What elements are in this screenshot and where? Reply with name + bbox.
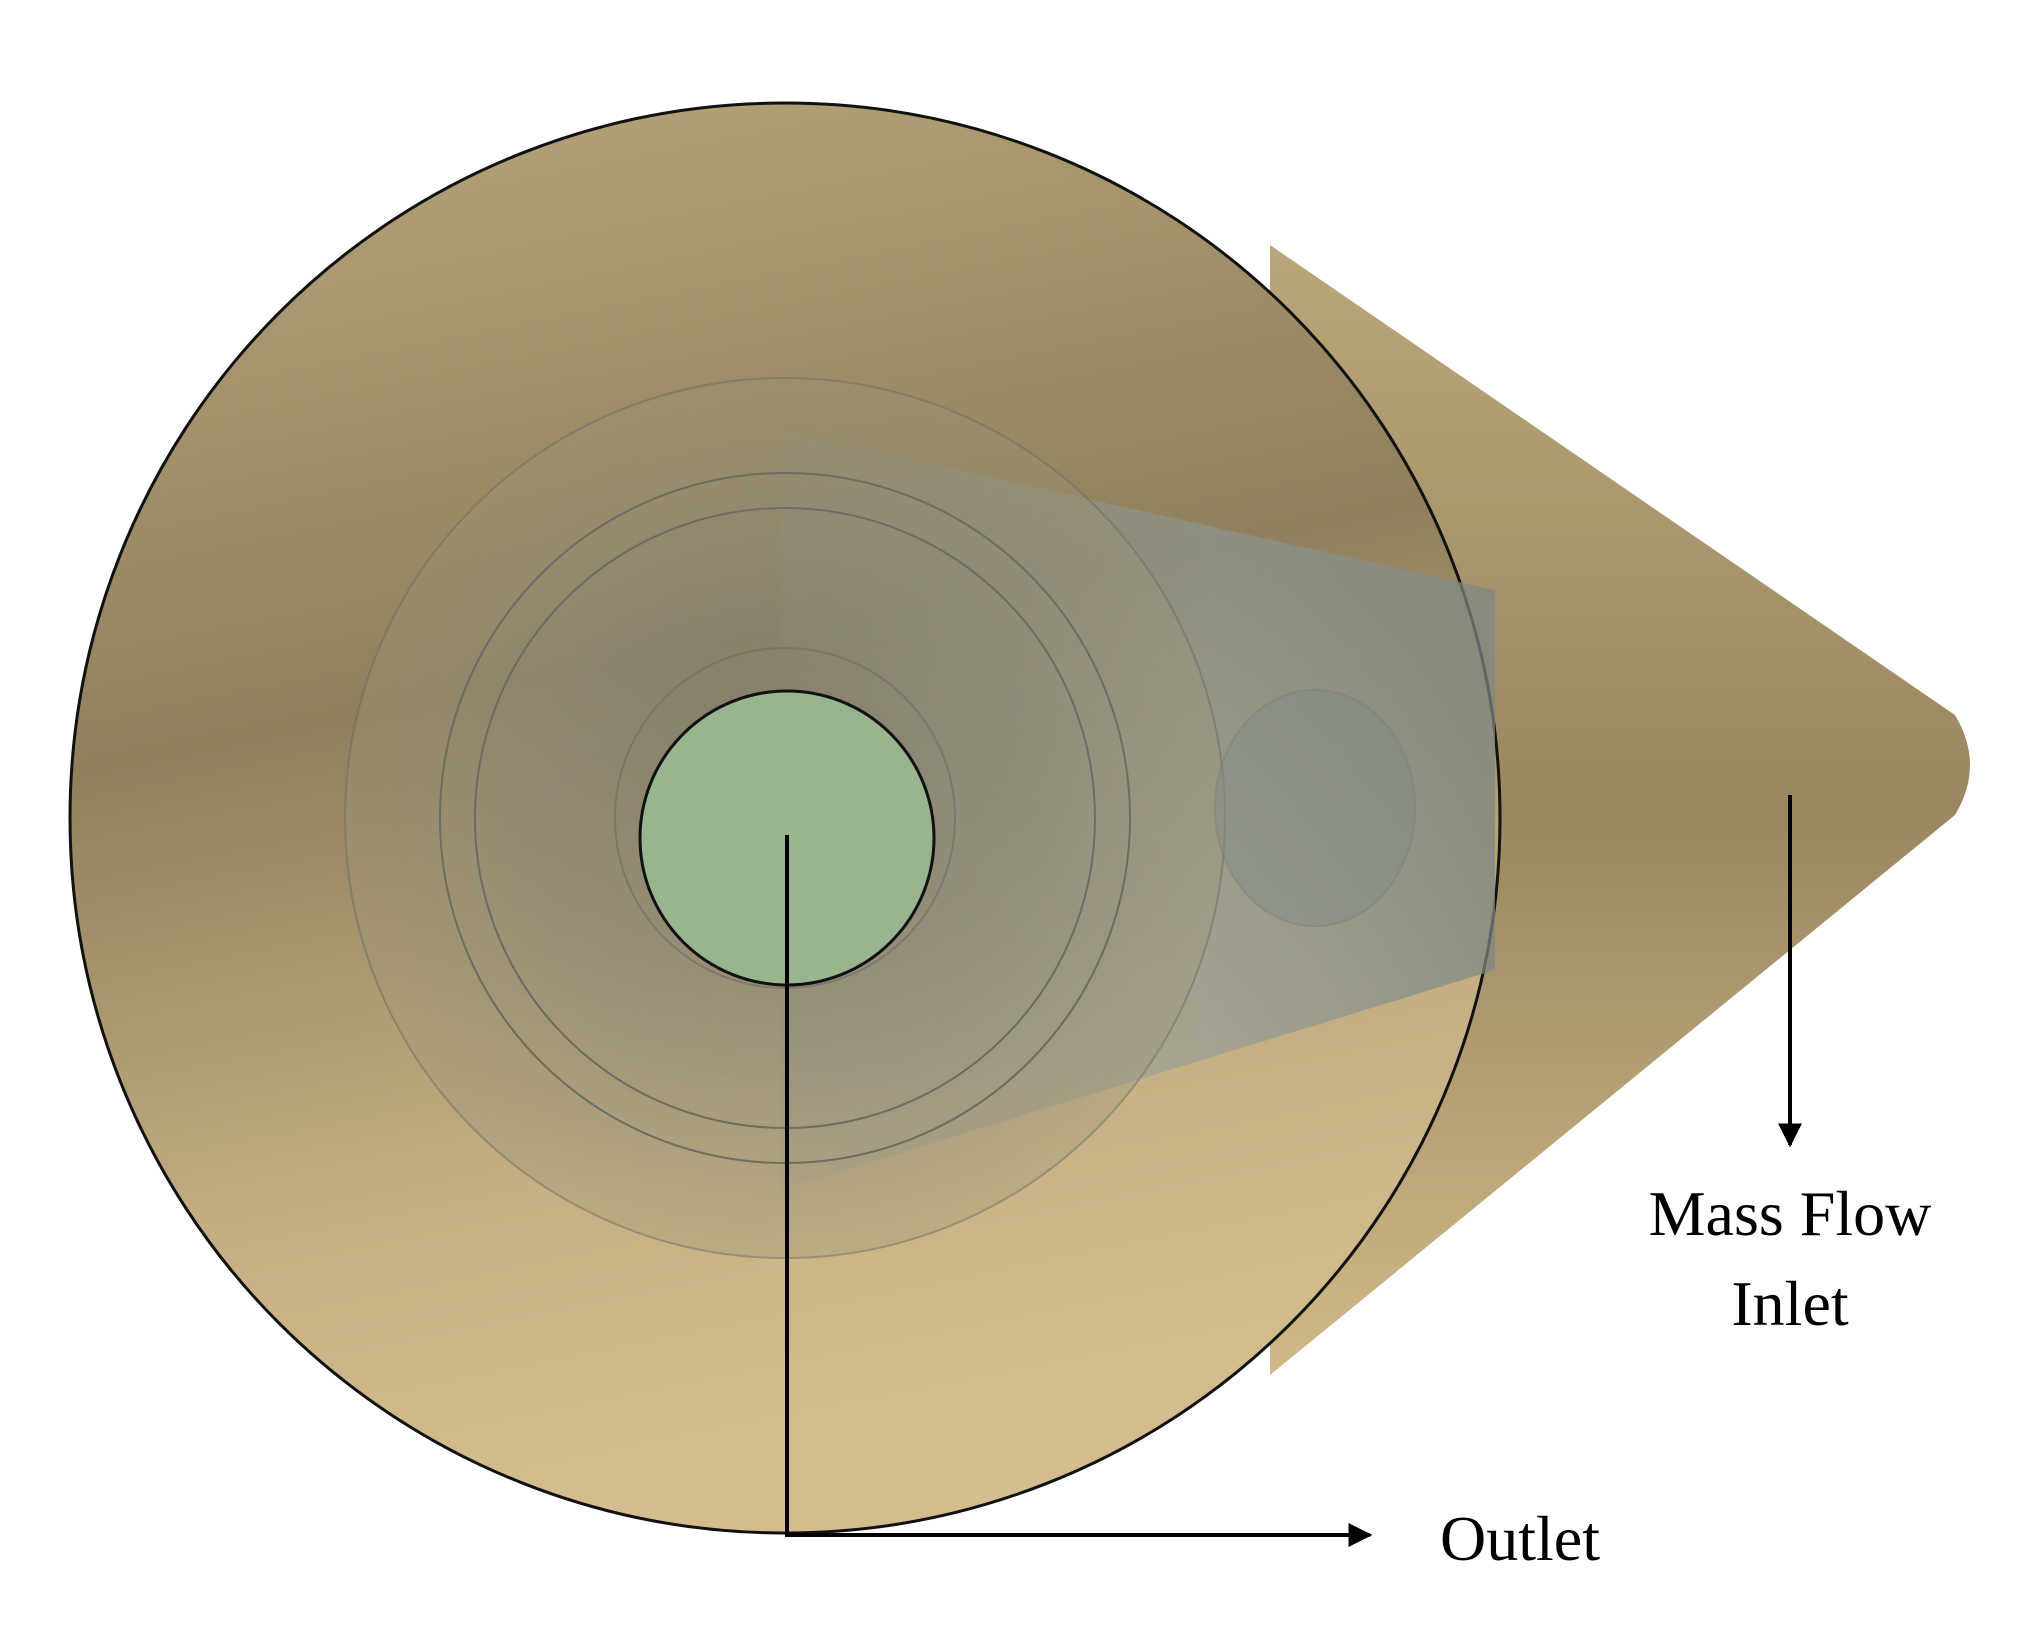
outlet-label: Outlet <box>1440 1503 1600 1574</box>
inlet-label-line1: Mass Flow <box>1649 1178 1932 1249</box>
outlet-leader-line <box>785 835 1373 1547</box>
inner-ellipse <box>1214 689 1416 927</box>
inlet-label-line2: Inlet <box>1731 1268 1849 1339</box>
